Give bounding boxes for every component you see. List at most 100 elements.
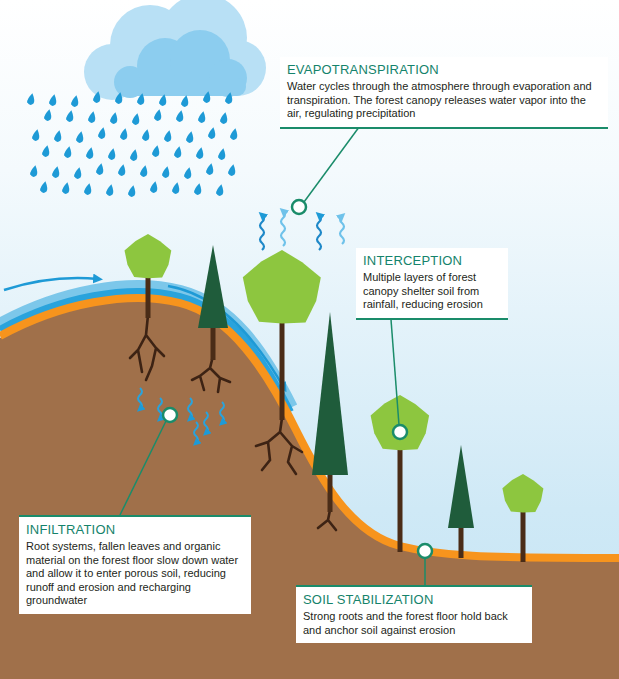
rain-drop — [44, 108, 53, 121]
rain-drop — [206, 162, 215, 175]
rain-drop — [52, 165, 61, 178]
callout-box: INTERCEPTION Multiple layers of forest ca… — [356, 248, 508, 320]
rain-drop — [54, 129, 63, 142]
rain-drop — [110, 111, 119, 124]
infiltration-arrow — [204, 412, 208, 433]
rain-drop — [194, 182, 203, 195]
rain-drop — [203, 90, 212, 103]
rain-drop — [140, 164, 149, 177]
callout-dot — [418, 544, 432, 558]
leader-line — [391, 320, 399, 426]
vapor-arrow — [340, 216, 344, 244]
callout-text: Multiple layers of forest canopy shelter… — [363, 271, 501, 312]
callout-dot — [163, 408, 177, 422]
callout-heading: INFILTRATION — [26, 522, 244, 538]
callout-box: EVAPOTRANSPIRATION Water cycles through t… — [280, 57, 608, 129]
vapor-arrow — [317, 215, 321, 250]
rain-drop — [49, 93, 58, 106]
rain-drop — [228, 163, 237, 176]
rain-drop — [208, 126, 217, 139]
rain-drop — [86, 146, 95, 159]
tree-trunk — [521, 506, 526, 562]
rain-drop — [130, 148, 139, 161]
rain-drop — [120, 127, 129, 140]
rain-drop — [132, 112, 141, 125]
leader-line — [424, 558, 426, 585]
tree-trunk — [211, 324, 216, 360]
rain-drop — [174, 145, 183, 158]
rain-drop — [184, 166, 193, 179]
rain-drop — [164, 129, 173, 142]
rain-drop — [225, 91, 234, 104]
tree-trunk — [146, 272, 151, 318]
rain-drop — [93, 90, 102, 103]
infiltration-arrow — [138, 388, 142, 409]
infiltration-arrow — [158, 398, 162, 419]
rain-drop — [128, 184, 137, 197]
rain-drop — [142, 128, 151, 141]
rain-drop — [64, 145, 73, 158]
roots — [130, 315, 336, 530]
trees — [125, 234, 544, 562]
conifer-crown — [312, 312, 348, 475]
rain-drop — [32, 128, 41, 141]
evaporation-arrows — [260, 211, 344, 250]
rain-drop — [40, 180, 49, 193]
vapor-arrow — [260, 215, 264, 250]
rain-drop — [150, 180, 159, 193]
rain-drop — [84, 182, 93, 195]
rain-drop — [218, 147, 227, 160]
rain-drop — [176, 109, 185, 122]
rain-drop — [42, 144, 51, 157]
tree-crown — [371, 395, 430, 450]
cloud — [84, 0, 266, 100]
vapor-arrow — [281, 211, 285, 246]
callout-text: Strong roots and the forest floor hold b… — [303, 610, 525, 637]
soil — [0, 300, 619, 679]
leader-line — [120, 421, 166, 515]
rain-drop — [71, 94, 80, 107]
tree-trunk — [398, 440, 403, 552]
rain-drop — [27, 92, 36, 105]
infiltration-arrows — [138, 388, 224, 443]
tree-trunk — [328, 471, 333, 512]
rain-drop — [181, 94, 190, 107]
rain-drop — [198, 110, 207, 123]
rain-drop — [74, 166, 83, 179]
rain-drop — [96, 162, 105, 175]
rain-drop — [152, 144, 161, 157]
hillside — [0, 288, 619, 679]
callout-dot — [393, 425, 407, 439]
water-flow-arrows — [4, 278, 284, 388]
rain-drop — [98, 126, 107, 139]
rain-drop — [118, 163, 127, 176]
rain-drop — [137, 92, 146, 105]
callout-heading: EVAPOTRANSPIRATION — [287, 62, 601, 78]
tree-trunk — [459, 524, 464, 558]
rain-drop — [162, 165, 171, 178]
rain-drop — [62, 181, 71, 194]
infiltration-arrow — [188, 398, 192, 419]
rain-drop — [115, 91, 124, 104]
callout-heading: INTERCEPTION — [363, 253, 501, 269]
tree-crown — [125, 234, 172, 278]
infiltration-arrow — [194, 422, 198, 443]
callout-box: SOIL STABILIZATIONStrong roots and the f… — [296, 585, 532, 643]
rain-drop — [230, 127, 239, 140]
rain-drop — [172, 181, 181, 194]
leader-line — [304, 129, 358, 203]
rain-drops — [27, 90, 239, 197]
tree-crown — [243, 250, 321, 324]
flow-arrow — [4, 278, 98, 290]
rain-drop — [88, 110, 97, 123]
rain-drop — [108, 147, 117, 160]
rain-drop — [30, 164, 39, 177]
callout-dot — [292, 200, 306, 214]
tree-trunk — [280, 312, 285, 420]
rain-drop — [196, 146, 205, 159]
callout-text: Water cycles through the atmosphere thro… — [287, 80, 601, 121]
rain-drop — [154, 108, 163, 121]
rain-drop — [106, 183, 115, 196]
